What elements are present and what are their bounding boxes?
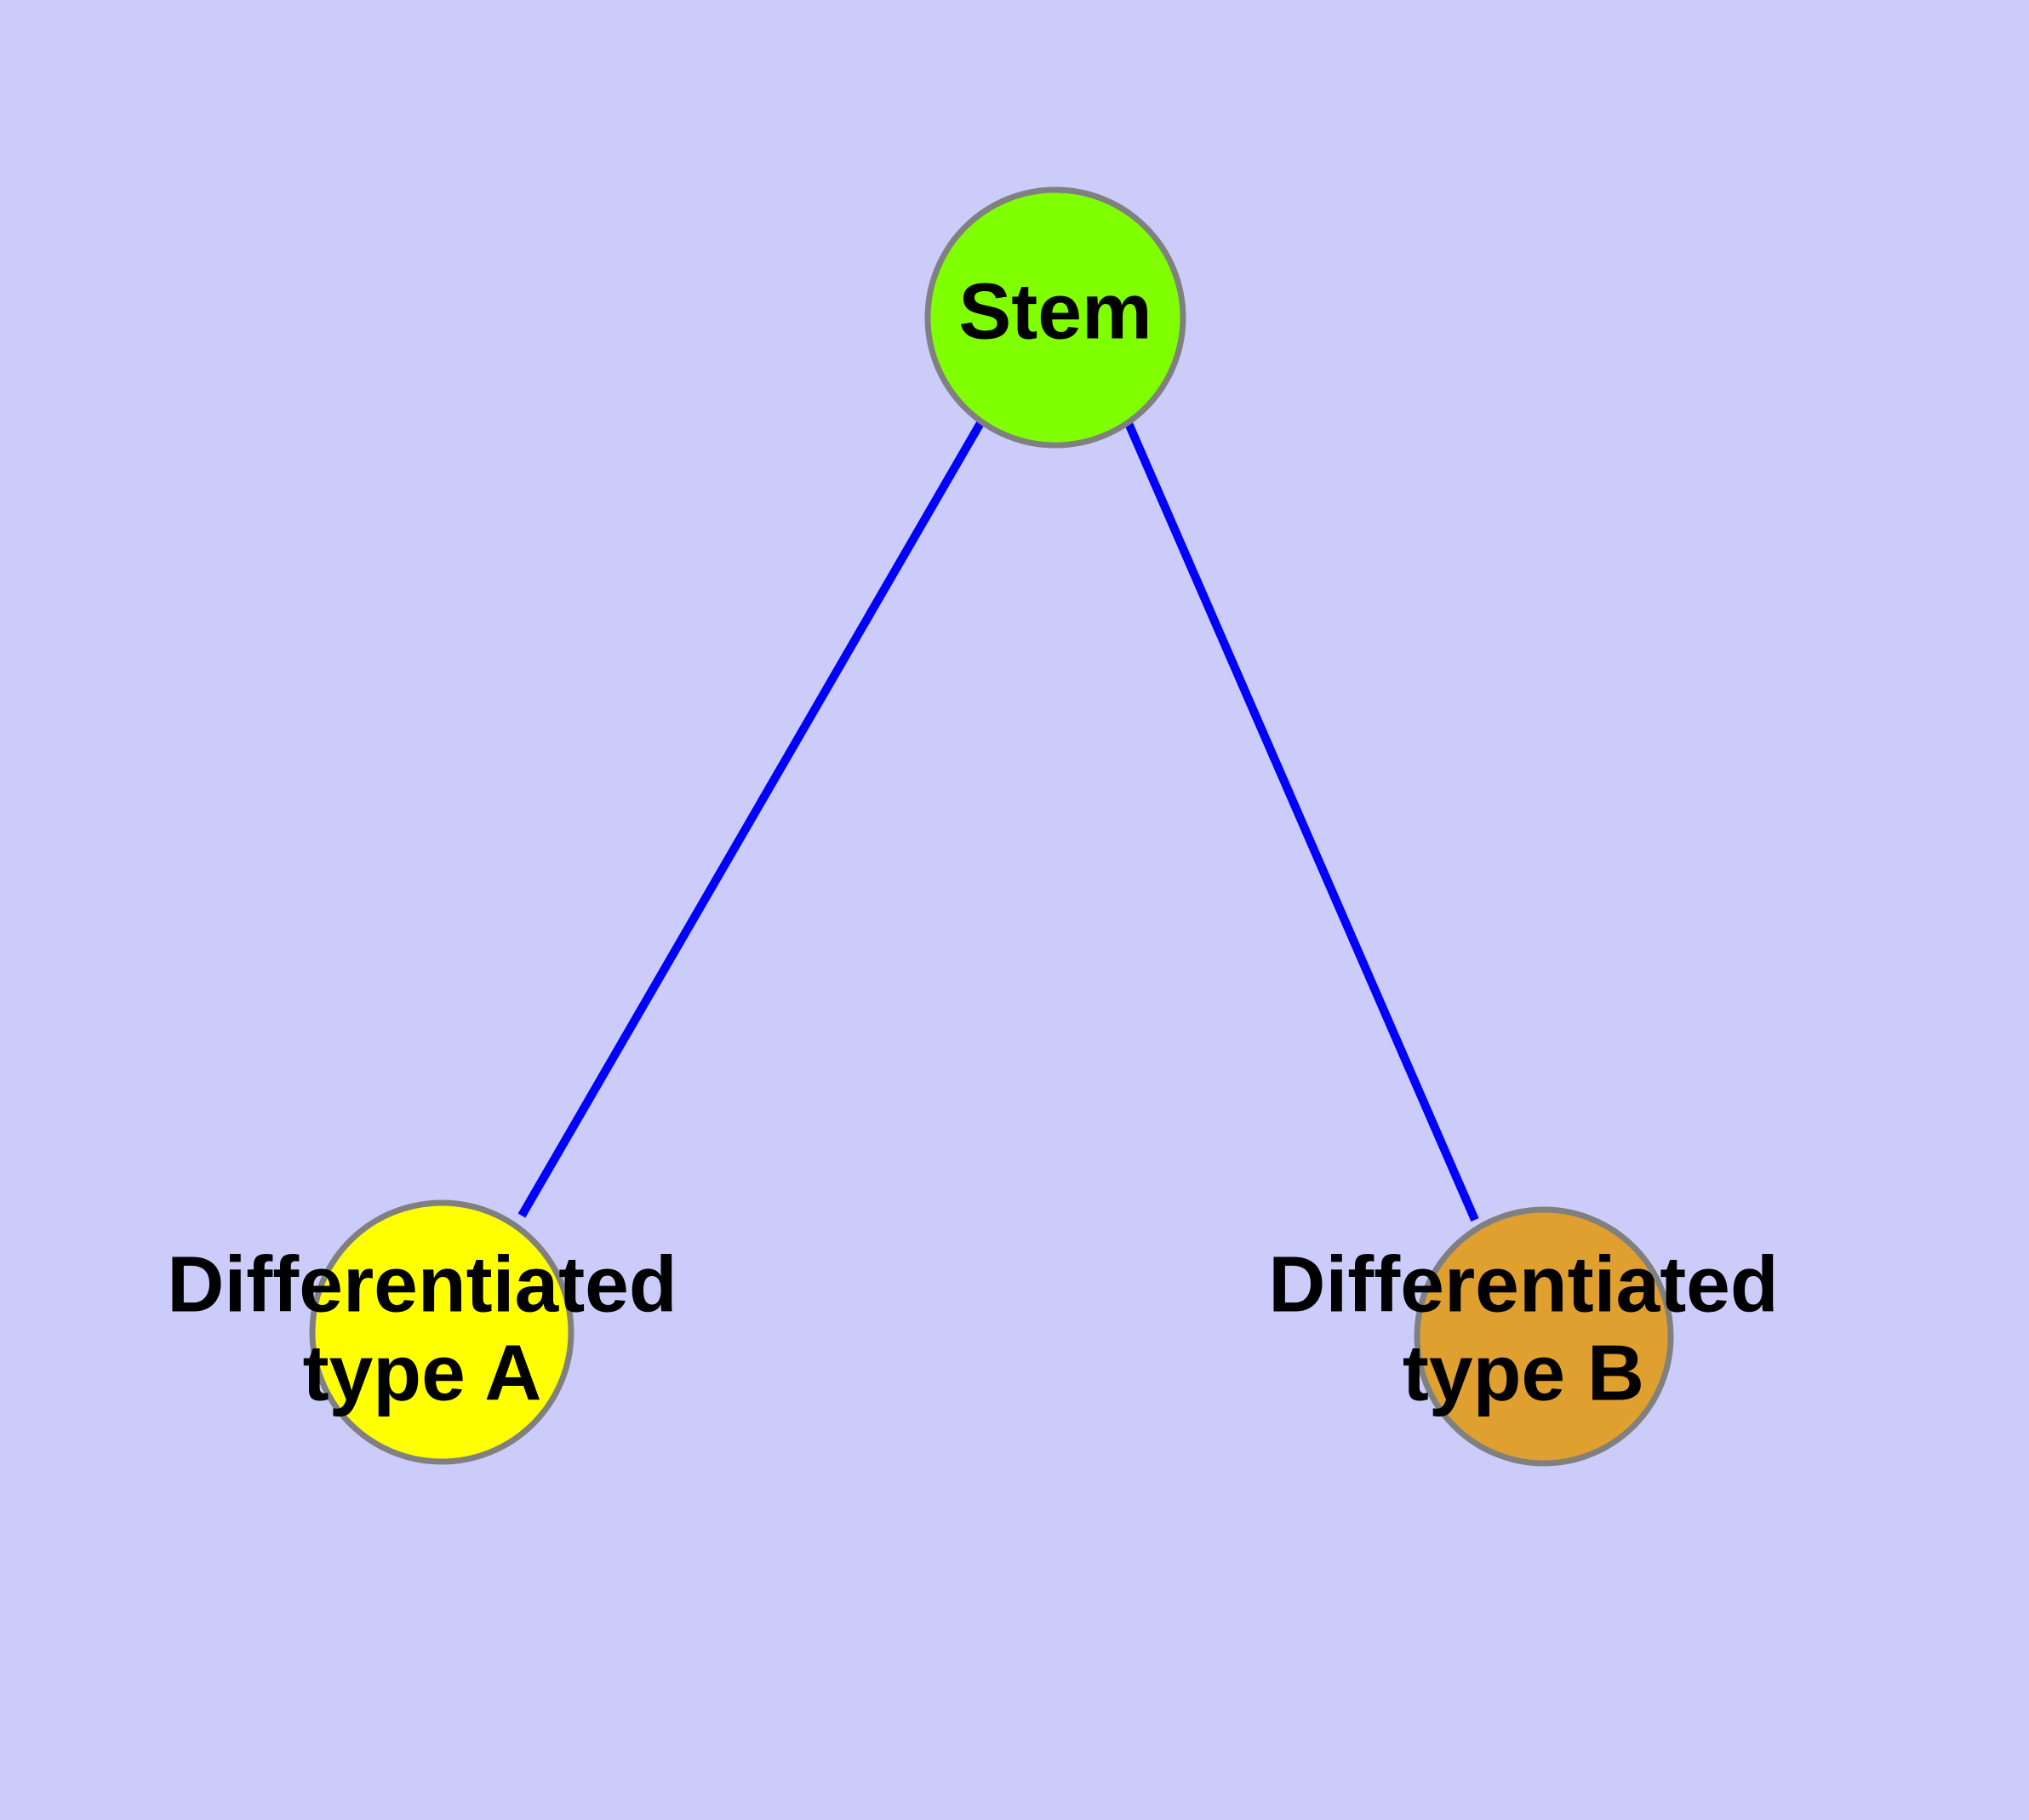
node-diff-b[interactable]	[1414, 1206, 1674, 1467]
node-label-diff-b-line1: Differentiated	[1268, 1240, 1778, 1329]
node-circle-diff-b[interactable]	[1414, 1206, 1674, 1467]
node-circle-stem[interactable]	[924, 186, 1186, 449]
node-label-diff-b-line2: type B	[1403, 1329, 1644, 1417]
node-label-stem: Stem	[958, 267, 1152, 356]
node-circle-diff-a[interactable]	[309, 1199, 574, 1465]
edge-stem-to-diff-b	[1123, 420, 1479, 1222]
node-label-diff-a-line2: type A	[303, 1329, 542, 1417]
node-stem[interactable]	[924, 186, 1186, 449]
edge-layer	[517, 420, 1479, 1222]
label-layer: Stem Differentiated type A Differentiate…	[167, 267, 1778, 1417]
node-label-diff-a-line1: Differentiated	[167, 1240, 677, 1329]
edge-stem-to-diff-a	[517, 421, 985, 1218]
node-diff-a[interactable]	[309, 1199, 574, 1465]
